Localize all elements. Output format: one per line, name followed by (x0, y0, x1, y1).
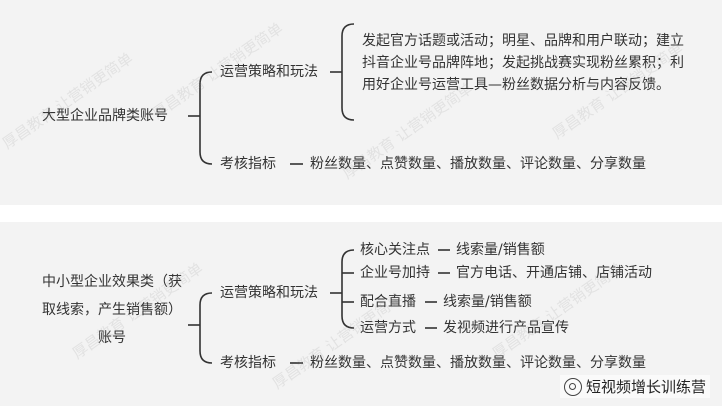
item-label: 企业号加持 (360, 265, 430, 281)
strategy-node: 运营策略和玩法 (220, 285, 318, 301)
metrics-detail: 粉丝数量、点赞数量、播放数量、评论数量、分享数量 (310, 355, 646, 371)
item-value: 线索量/销售额 (456, 242, 545, 258)
diagram-panel-large-brand: 大型企业品牌类账号 运营策略和玩法 发起官方话题或活动；明星、品牌和用户联动；建… (0, 0, 722, 205)
item-label: 配合直播 (360, 294, 416, 310)
connector-lines (188, 249, 450, 364)
strategy-node: 运营策略和玩法 (220, 64, 318, 80)
metrics-detail: 粉丝数量、点赞数量、播放数量、评论数量、分享数量 (310, 156, 646, 172)
item-value: 官方电话、开通店铺、店铺活动 (456, 265, 652, 281)
diagram-panel-sme-effect: 中小型企业效果类（获取线索，产生销售额）账号 运营策略和玩法 核心关注点 线索量… (0, 222, 722, 406)
connector-lines (188, 23, 355, 165)
channel-name: 短视频增长训练营 (585, 378, 706, 396)
strategy-detail: 发起官方话题或活动；明星、品牌和用户联动；建立抖音企业号品牌阵地；发起挑战赛实现… (362, 33, 684, 93)
metrics-node: 考核指标 (220, 355, 276, 371)
metrics-node: 考核指标 (220, 156, 276, 172)
item-label: 运营方式 (360, 320, 416, 336)
root-node: 中小型企业效果类（获取线索，产生销售额）账号 (42, 274, 182, 346)
item-value: 发视频进行产品宣传 (443, 320, 569, 336)
channel-logo: 短视频增长训练营 (559, 375, 710, 398)
wechat-channel-icon (563, 377, 582, 396)
item-label: 核心关注点 (360, 242, 430, 258)
item-value: 线索量/销售额 (443, 294, 532, 310)
root-node: 大型企业品牌类账号 (42, 108, 168, 124)
